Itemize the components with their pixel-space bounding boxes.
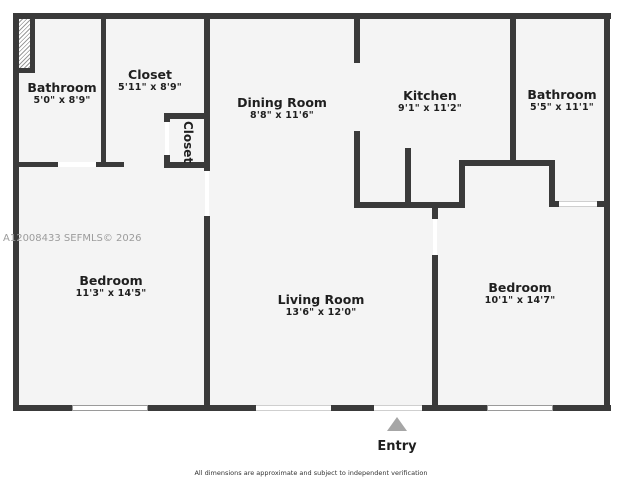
room-dining-room: Dining Room 8'8" x 11'6" <box>237 95 327 122</box>
room-dimensions: 8'8" x 11'6" <box>250 110 314 121</box>
room-bathroom-left: Bathroom 5'0" x 8'9" <box>27 80 96 107</box>
room-bedroom-right: Bedroom 10'1" x 14'7" <box>485 280 556 307</box>
window-bedroom-right <box>487 405 553 411</box>
room-dimensions: 5'11" x 8'9" <box>118 82 182 93</box>
room-name: Kitchen <box>403 88 457 103</box>
wall-bath-right-jamb <box>549 160 555 207</box>
outer-wall-top <box>13 13 611 19</box>
wall-living-bedroom-top <box>432 205 438 219</box>
wall-bath-bottom-stub <box>549 201 559 207</box>
wall-bath-bottom-right <box>96 162 124 167</box>
room-dimensions: 10'1" x 14'7" <box>484 295 556 306</box>
entry-door-opening[interactable] <box>374 405 422 411</box>
room-dimensions: 11'3" x 14'5" <box>75 288 147 299</box>
wall-left-center-lower <box>204 216 210 411</box>
wall-bath-bottom-stub-right <box>597 201 607 207</box>
room-name: Closet <box>128 67 172 82</box>
room-name: Bathroom <box>27 80 97 95</box>
room-bedroom-left: Bedroom 11'3" x 14'5" <box>76 273 147 300</box>
wall-kitchen-upper <box>354 13 360 63</box>
room-closet-small: Closet <box>181 121 195 164</box>
outer-wall-right <box>604 13 610 411</box>
room-closet: Closet 5'11" x 8'9" <box>118 67 182 94</box>
room-name: Bedroom <box>79 273 143 288</box>
outer-wall-left <box>13 13 19 411</box>
small-closet-left-top <box>164 113 170 122</box>
room-dimensions: 9'1" x 11'2" <box>398 103 462 114</box>
door-bathroom-right[interactable] <box>559 201 597 207</box>
wall-bath-bottom-left <box>13 162 58 167</box>
window-living-room <box>256 405 331 411</box>
room-dimensions: 13'6" x 12'0" <box>285 307 357 318</box>
room-kitchen: Kitchen 9'1" x 11'2" <box>398 88 462 115</box>
entry-arrow-icon <box>387 417 407 431</box>
room-name: Bedroom <box>488 280 552 295</box>
door-bedroom-right[interactable] <box>433 219 437 255</box>
wall-kitchen-bath-top <box>459 160 555 166</box>
room-name: Dining Room <box>237 95 327 110</box>
room-dimensions: 5'5" x 11'1" <box>530 102 594 113</box>
wall-kitchen-bath <box>510 13 516 165</box>
entry-label: Entry <box>377 439 417 454</box>
door-bathroom-left[interactable] <box>58 162 96 167</box>
small-closet-left-bottom <box>164 155 170 168</box>
room-name: Bathroom <box>527 87 597 102</box>
wall-living-bedroom <box>432 255 438 411</box>
small-closet-bottom <box>164 162 209 168</box>
door-small-closet[interactable] <box>165 122 169 155</box>
wall-kitchen-counter <box>405 148 411 206</box>
room-name: Living Room <box>277 292 365 307</box>
disclaimer-footnote: All dimensions are approximate and subje… <box>194 469 428 477</box>
room-dimensions: 5'0" x 8'9" <box>33 95 91 106</box>
wall-kitchen-right <box>459 160 465 208</box>
mls-watermark: A12008433 SEFMLS© 2026 <box>3 233 142 244</box>
wall-kitchen-lower <box>354 131 360 208</box>
room-living-room: Living Room 13'6" x 12'0" <box>278 292 365 319</box>
wall-left-center <box>204 13 210 171</box>
door-bedroom-left[interactable] <box>205 171 209 216</box>
shaft-hatch <box>19 19 30 68</box>
window-bedroom-left <box>72 405 148 411</box>
room-bathroom-right: Bathroom 5'5" x 11'1" <box>527 87 596 114</box>
small-closet-top <box>164 113 209 119</box>
wall-bath-closet <box>101 13 106 165</box>
